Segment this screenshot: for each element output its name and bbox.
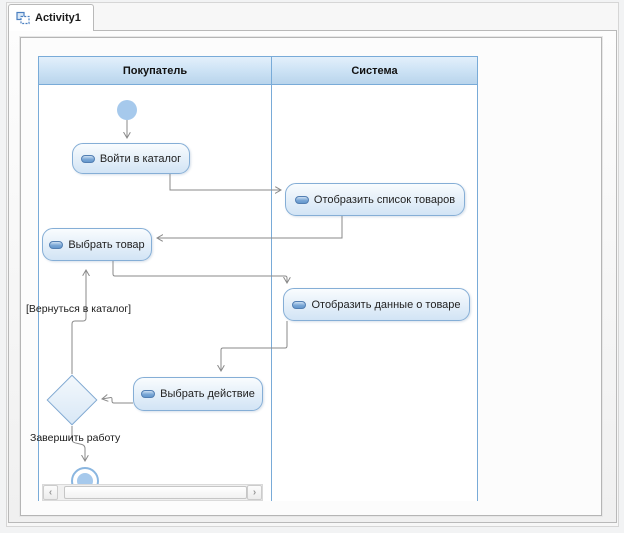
lane-title: Система <box>351 64 398 77</box>
activity-node-select-action[interactable]: Выбрать действие <box>133 377 263 411</box>
activity-label: Отобразить список товаров <box>313 193 456 206</box>
horizontal-scrollbar[interactable]: ‹ › <box>42 484 263 501</box>
activity-node-select-product[interactable]: Выбрать товар <box>42 228 152 261</box>
edge-label-finish-work[interactable]: Завершить работу <box>30 432 121 444</box>
action-pill-icon <box>141 390 156 398</box>
activity-node-show-list[interactable]: Отобразить список товаров <box>285 183 465 216</box>
action-pill-icon <box>80 154 95 163</box>
activity-diagram-icon <box>16 11 30 25</box>
scroll-right-icon[interactable]: › <box>247 485 262 500</box>
lane-headers: Покупатель Система <box>39 57 477 85</box>
lane-title: Покупатель <box>122 64 188 77</box>
action-pill-icon <box>49 240 64 249</box>
activity-node-login[interactable]: Войти в каталог <box>72 143 190 174</box>
scroll-left-icon[interactable]: ‹ <box>43 485 58 500</box>
activity-node-show-details[interactable]: Отобразить данные о товаре <box>283 288 470 321</box>
scrollbar-thumb[interactable] <box>64 486 247 499</box>
activity-label: Выбрать действие <box>160 388 255 400</box>
activity-label: Войти в каталог <box>99 152 182 165</box>
lane-header-system[interactable]: Система <box>272 57 477 84</box>
activity-label: Выбрать товар <box>68 238 145 251</box>
action-pill-icon <box>292 300 307 309</box>
activity-label: Отобразить данные о товаре <box>311 298 461 311</box>
tab-activity1[interactable]: Activity1 <box>8 4 94 31</box>
guard-label-return-to-catalog[interactable]: [Вернуться в каталог] <box>26 303 132 315</box>
lane-header-buyer[interactable]: Покупатель <box>39 57 272 84</box>
tab-label: Activity1 <box>35 12 81 24</box>
action-pill-icon <box>294 195 309 204</box>
initial-node[interactable] <box>117 100 137 120</box>
